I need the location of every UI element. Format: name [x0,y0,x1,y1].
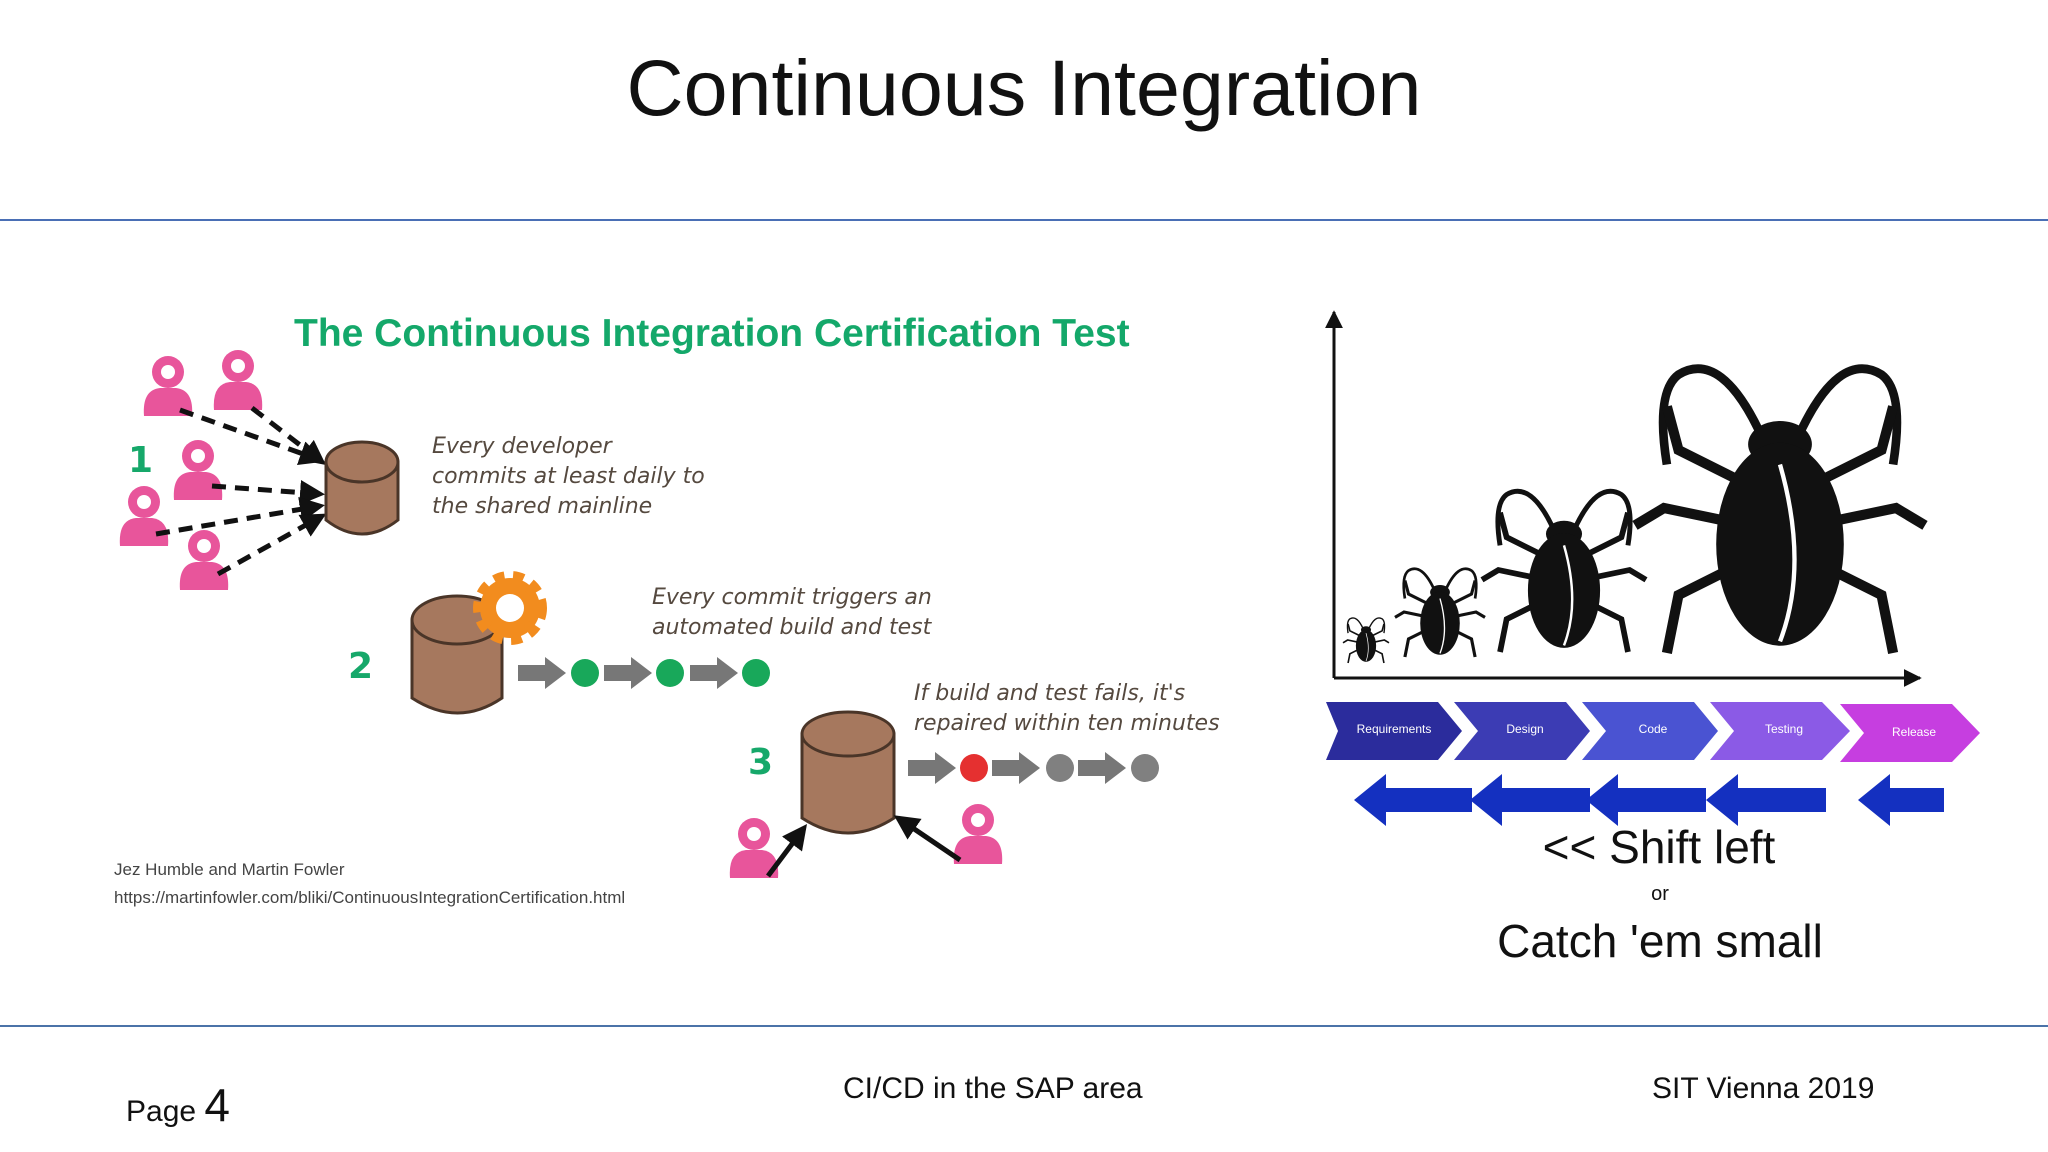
step-3-line: repaired within ten minutes [914,711,1220,736]
phase-label-release: Release [1891,725,1937,739]
step-1-line: Every developer [432,434,612,459]
chevron-design [1454,702,1590,760]
bug-icon [1635,369,1925,653]
page-number: 4 [204,1079,231,1131]
pending-dot [1131,754,1159,782]
footer-right: SIT Vienna 2019 [1652,1072,1875,1105]
ci-diagram-title: The Continuous Integration Certification… [294,312,1130,355]
pass-dot [742,659,770,687]
step-1-line: commits at least daily to [432,464,705,489]
fix-arrows [766,815,962,878]
shift-left-arrows [1354,774,1944,826]
step-2-text: Every commit triggers an automated build… [652,583,932,643]
step-2-line: automated build and test [652,615,932,640]
step-2-line: Every commit triggers an [652,585,932,610]
or-text: or [1651,883,1669,905]
gear-icon [473,571,547,645]
arrow-left-icon [1354,774,1472,826]
credit-url[interactable]: https://martinfowler.com/bliki/Continuou… [114,888,626,907]
footer-divider [0,1025,2048,1027]
chevron-release [1840,704,1980,762]
step-number-2: 2 [348,646,374,687]
catch-em-small-text: Catch 'em small [1497,915,1823,967]
repository-icon [324,440,400,536]
step-number-3: 3 [748,742,774,783]
step-1-line: the shared mainline [432,494,653,519]
phase-label-code: Code [1638,722,1668,736]
pass-dot [656,659,684,687]
phase-label-requirements: Requirements [1356,722,1432,736]
repository-icon [800,710,896,835]
bug-icon [1342,617,1390,664]
commit-arrows [155,406,327,577]
title-divider [0,219,2048,221]
bug-icon [1482,491,1646,652]
build-pipeline [518,657,770,689]
step-3-line: If build and test fails, it's [914,681,1186,706]
step-number-1: 1 [128,440,154,481]
credit-authors: Jez Humble and Martin Fowler [114,860,345,879]
failed-pipeline [908,752,1159,784]
repository-icon [410,594,504,715]
phase-label-design: Design [1506,722,1544,736]
page-indicator: Page 4 [126,1078,230,1132]
pass-dot [571,659,599,687]
step-3-text: If build and test fails, it's repaired w… [914,679,1220,739]
fail-dot [960,754,988,782]
pending-dot [1046,754,1074,782]
arrow-left-icon [1858,774,1944,826]
chevron-requirements [1326,702,1462,760]
page-label: Page [126,1095,197,1128]
bug-icon [1393,567,1487,659]
chevron-code [1582,702,1718,760]
chevron-testing [1710,702,1850,760]
footer-center: CI/CD in the SAP area [843,1072,1143,1105]
step-1-text: Every developer commits at least daily t… [432,432,705,522]
arrow-left-icon [1586,774,1706,826]
slide-title: Continuous Integration [626,43,1422,132]
arrow-left-icon [1470,774,1590,826]
arrow-left-icon [1706,774,1826,826]
phase-chevrons [1326,702,1980,762]
shift-left-text: << Shift left [1542,821,1776,873]
phase-label-testing: Testing [1764,722,1804,736]
